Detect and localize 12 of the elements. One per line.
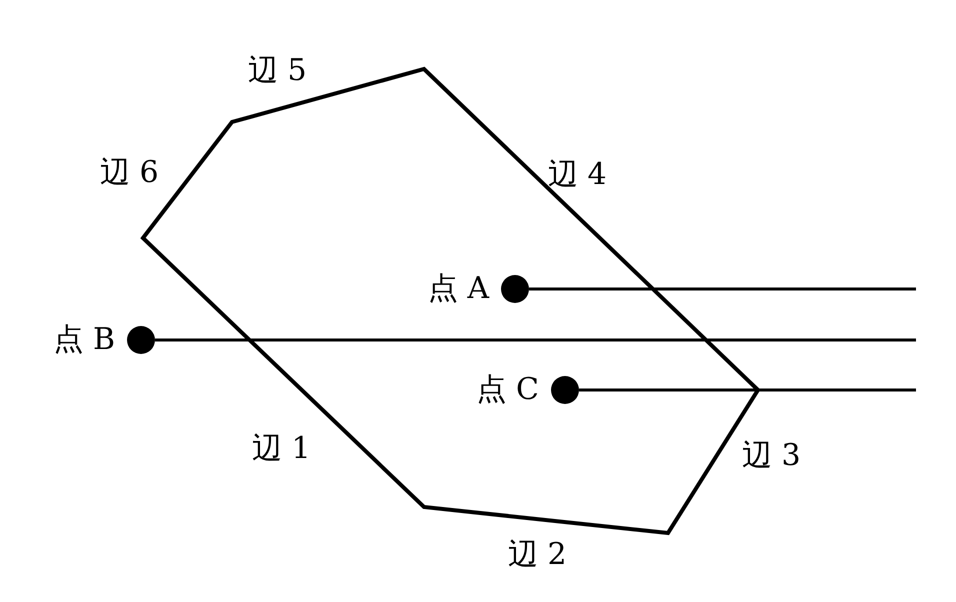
- ray-line: [155, 338, 916, 342]
- side-label: 辺 6: [100, 158, 159, 188]
- point-label: 点 A: [428, 274, 489, 304]
- side-label: 辺 2: [508, 540, 567, 570]
- ray-line: [579, 388, 916, 392]
- side-label: 辺 5: [248, 56, 307, 86]
- side-label: 辺 3: [742, 441, 801, 471]
- side-label: 辺 1: [252, 434, 311, 464]
- point-label: 点 B: [53, 325, 115, 355]
- ray-line: [529, 288, 916, 290]
- point-label: 点 C: [476, 375, 539, 405]
- side-label: 辺 4: [548, 160, 607, 190]
